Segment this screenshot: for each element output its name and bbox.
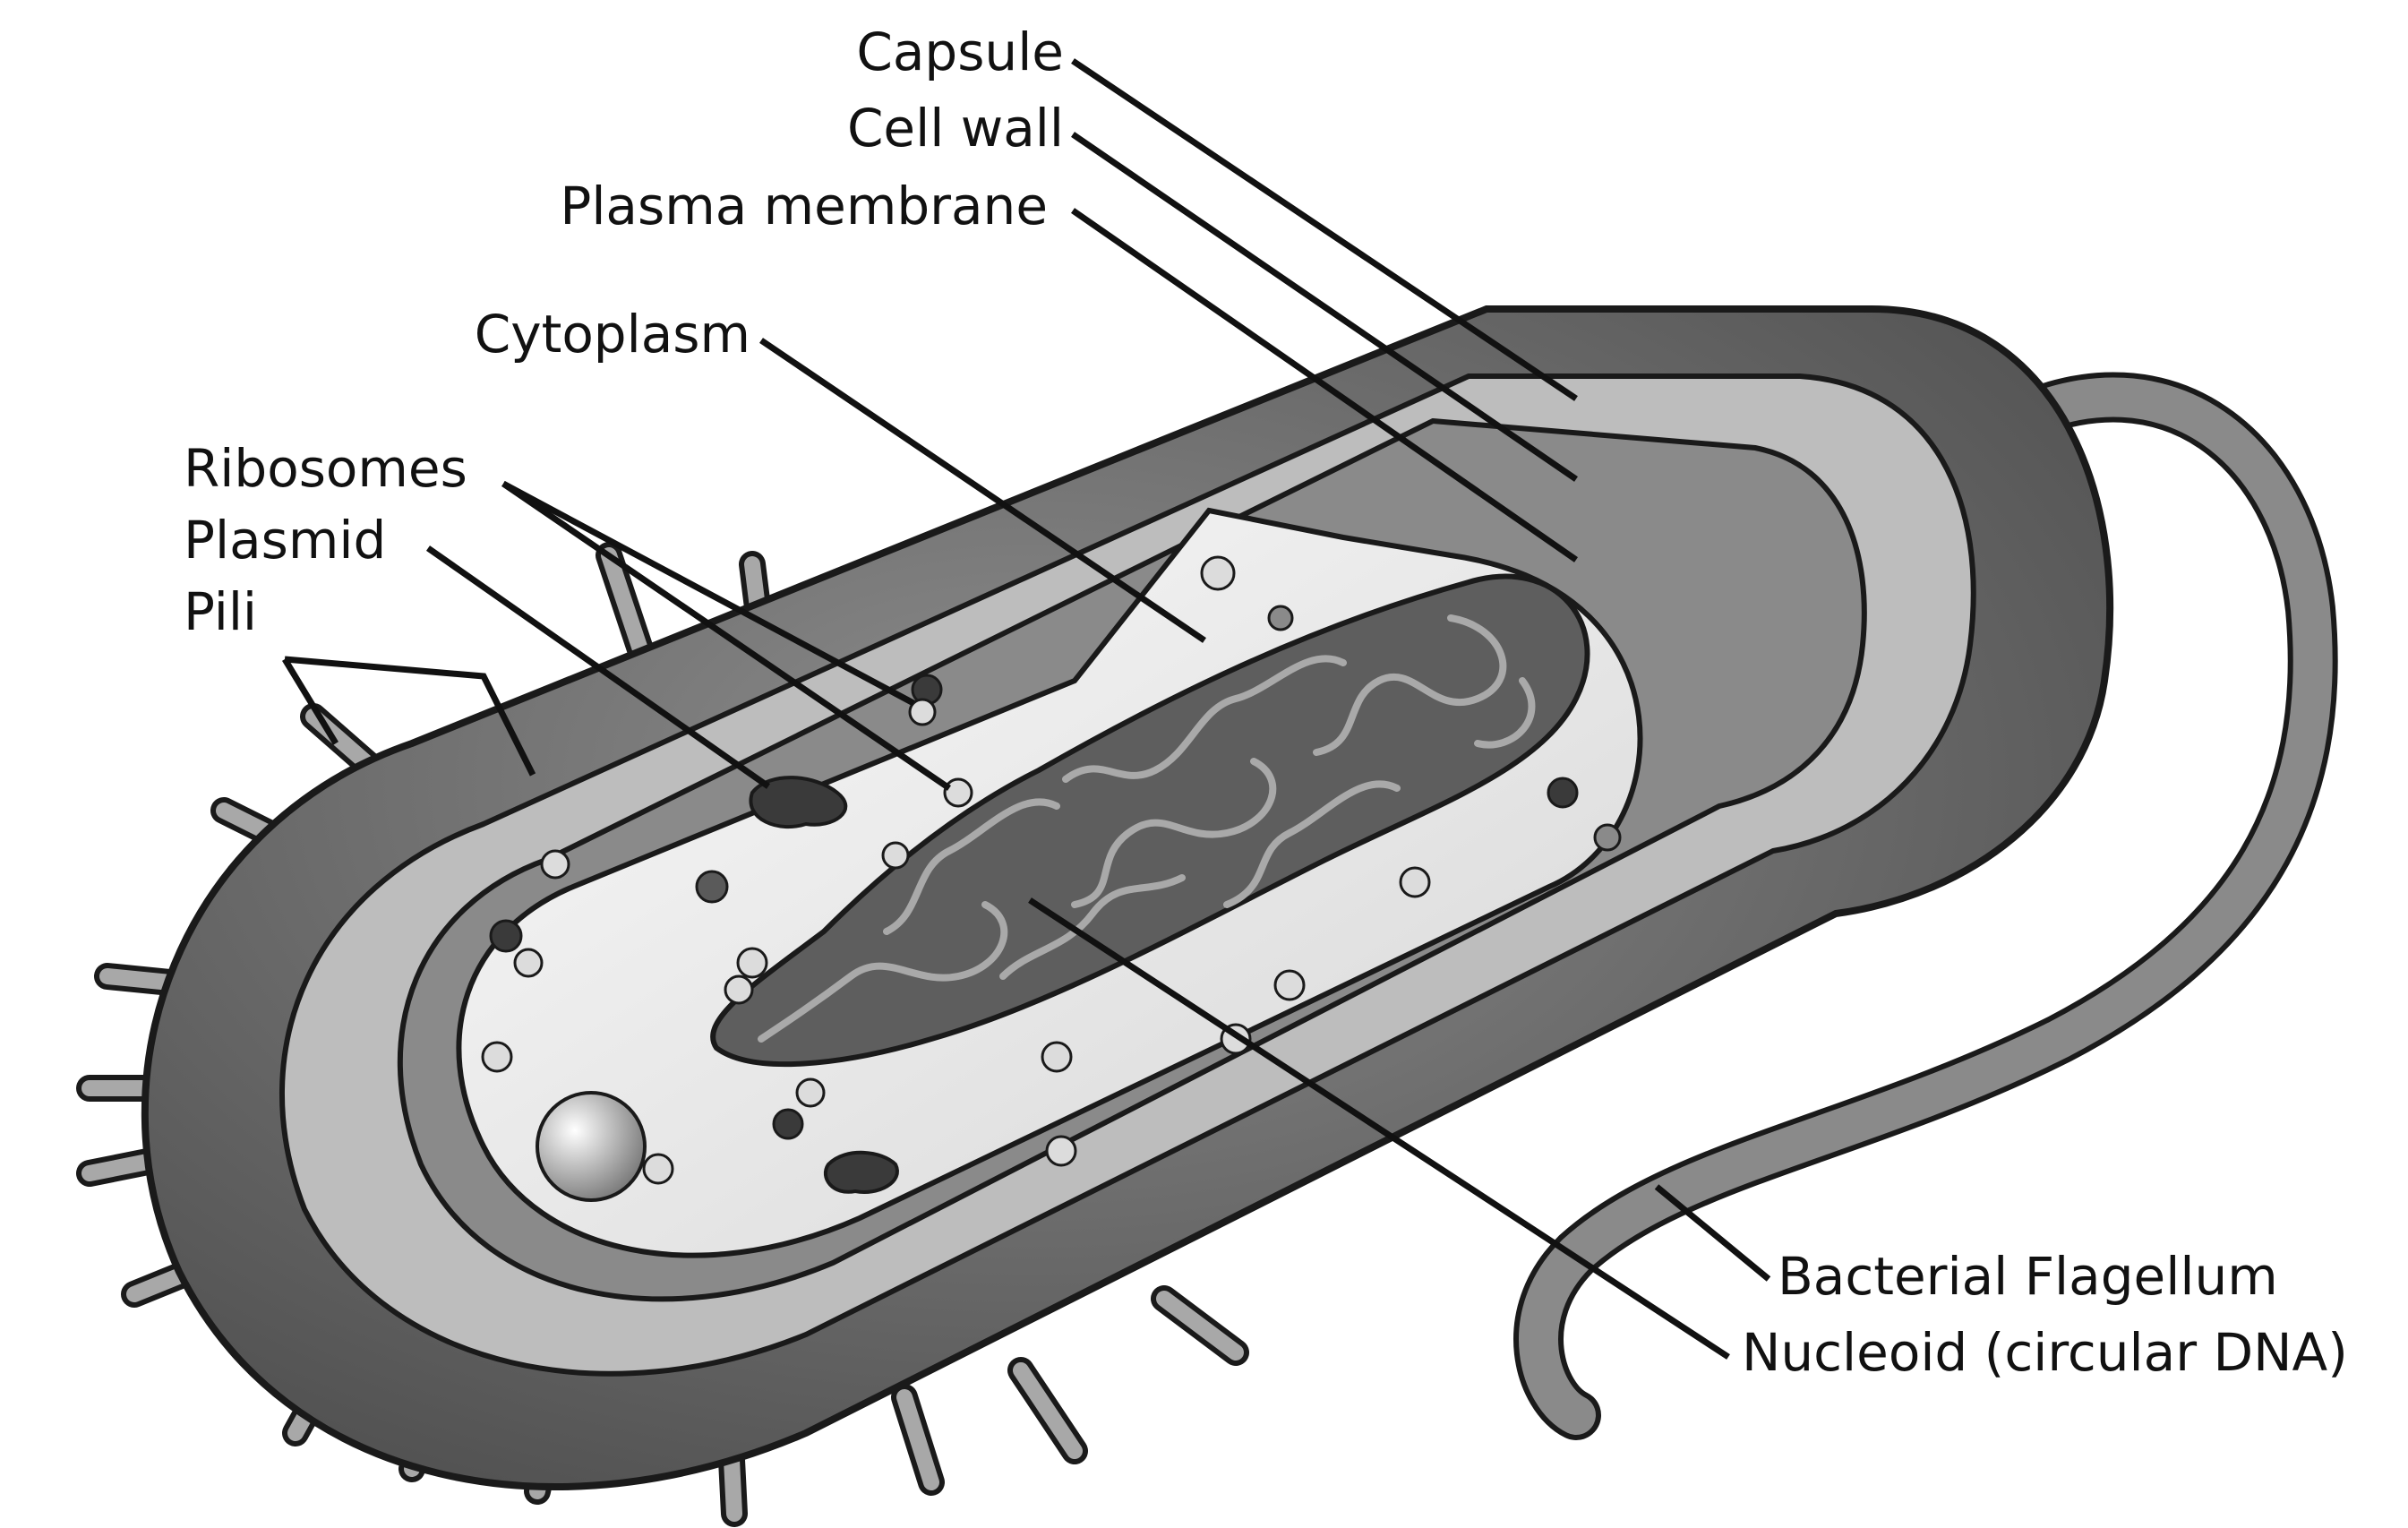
leader-cytoplasm (759, 338, 1206, 643)
label-ribosomes: Ribosomes (184, 438, 467, 499)
leader-pili-b (282, 657, 338, 745)
label-nucleoid: Nucleoid (circular DNA) (1742, 1322, 2348, 1383)
inclusion-body (536, 1091, 674, 1202)
plasmids (749, 776, 899, 1194)
leader-bacterial-flagellum (1654, 1184, 1771, 1282)
label-pili: Pili (184, 581, 257, 642)
leader-lines (282, 58, 1771, 1360)
label-cytoplasm: Cytoplasm (475, 304, 750, 365)
label-bacterial-flagellum: Bacterial Flagellum (1778, 1246, 2278, 1307)
labels: Capsule Cell wall Plasma membrane Cytopl… (184, 21, 2348, 1383)
label-capsule: Capsule (856, 21, 1064, 82)
leader-plasmid (425, 545, 771, 789)
leader-plasma-membrane (1071, 208, 1578, 562)
label-plasma-membrane: Plasma membrane (560, 176, 1048, 236)
ribosomes (481, 555, 1622, 1167)
label-plasmid: Plasmid (184, 510, 386, 571)
leader-pili-a (284, 656, 536, 777)
leader-nucleoid (1028, 897, 1730, 1360)
leader-ribosomes-b (501, 481, 951, 791)
leader-cell-wall (1071, 132, 1578, 482)
leader-ribosomes-a (501, 480, 915, 707)
nucleoid (710, 573, 1590, 1068)
flagellum (1513, 372, 2338, 1440)
leader-capsule (1071, 58, 1578, 401)
label-cell-wall: Cell wall (847, 98, 1064, 159)
